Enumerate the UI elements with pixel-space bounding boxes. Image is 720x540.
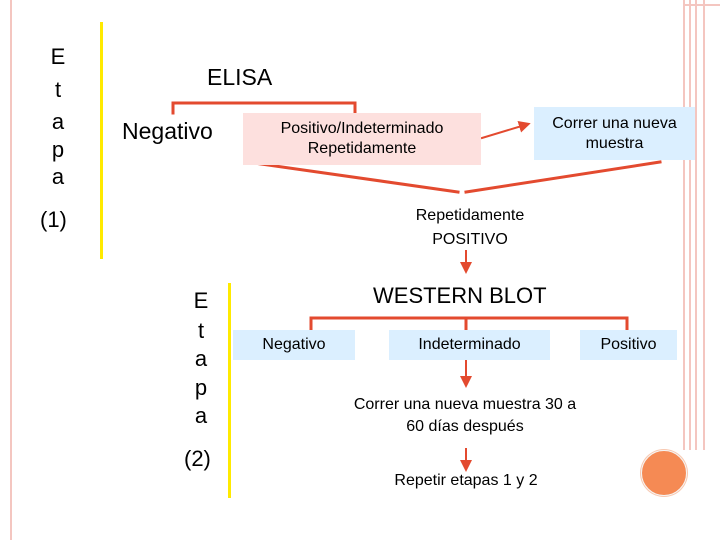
frame-line-right-3 — [695, 0, 697, 450]
western-branch-line — [309, 316, 629, 332]
western-correr-line1: Correr una nueva muestra 30 a — [353, 396, 577, 413]
western-correr-line2: 60 días después — [406, 418, 524, 435]
western-negativo-box: Negativo — [233, 330, 355, 360]
stage1-letter: a — [51, 164, 65, 189]
elisa-repetidamente-line2: POSITIVO — [432, 231, 508, 248]
western-indeterminado-box: Indeterminado — [389, 330, 550, 360]
stage2-letter: t — [197, 318, 205, 343]
elisa-repetidamente-line1: Repetidamente — [415, 207, 525, 224]
elisa-correr-box: Correr una nueva muestra — [534, 107, 695, 160]
frame-line-left — [10, 0, 12, 540]
decoration-circle — [641, 450, 687, 496]
frame-line-right-4 — [703, 0, 705, 450]
stage2-number: (2) — [184, 446, 211, 471]
elisa-negativo: Negativo — [122, 118, 213, 144]
stage2-letter: a — [194, 403, 208, 428]
frame-line-right-2 — [689, 0, 691, 450]
frame-line-right-1 — [683, 0, 685, 450]
stage1-bar — [100, 22, 103, 259]
stage1-letter: p — [51, 137, 65, 162]
stage2-bar — [228, 283, 231, 498]
western-title: WESTERN BLOT — [373, 283, 547, 308]
stage1-letter: t — [54, 77, 62, 102]
elisa-correr-line2: muestra — [585, 134, 644, 152]
elisa-title: ELISA — [207, 64, 273, 90]
elisa-converge-left — [245, 160, 460, 194]
western-correr-text: Correr una nueva muestra 30 a 60 días de… — [330, 394, 600, 438]
western-positivo-box: Positivo — [580, 330, 677, 360]
elisa-correr-line1: Correr una nueva — [552, 114, 677, 132]
elisa-positivo-line1: Positivo/Indeterminado — [280, 120, 444, 137]
elisa-converge-right — [464, 160, 662, 194]
stage2-letter: p — [194, 375, 208, 400]
frame-line-top — [683, 4, 720, 6]
stage1-letter: a — [51, 109, 65, 134]
elisa-branch-line — [171, 101, 357, 115]
elisa-repetidamente: Repetidamente POSITIVO — [380, 204, 560, 252]
stage2-letter: a — [194, 346, 208, 371]
elisa-positivo-box: Positivo/Indeterminado Repetidamente — [243, 113, 481, 165]
western-repetir-text: Repetir etapas 1 y 2 — [394, 472, 538, 489]
stage1-letter: E — [50, 44, 66, 69]
stage1-number: (1) — [40, 207, 67, 232]
stage2-letter: E — [193, 288, 209, 313]
positivo-to-correr-arrow — [480, 120, 531, 140]
elisa-positivo-line2: Repetidamente — [307, 140, 417, 157]
